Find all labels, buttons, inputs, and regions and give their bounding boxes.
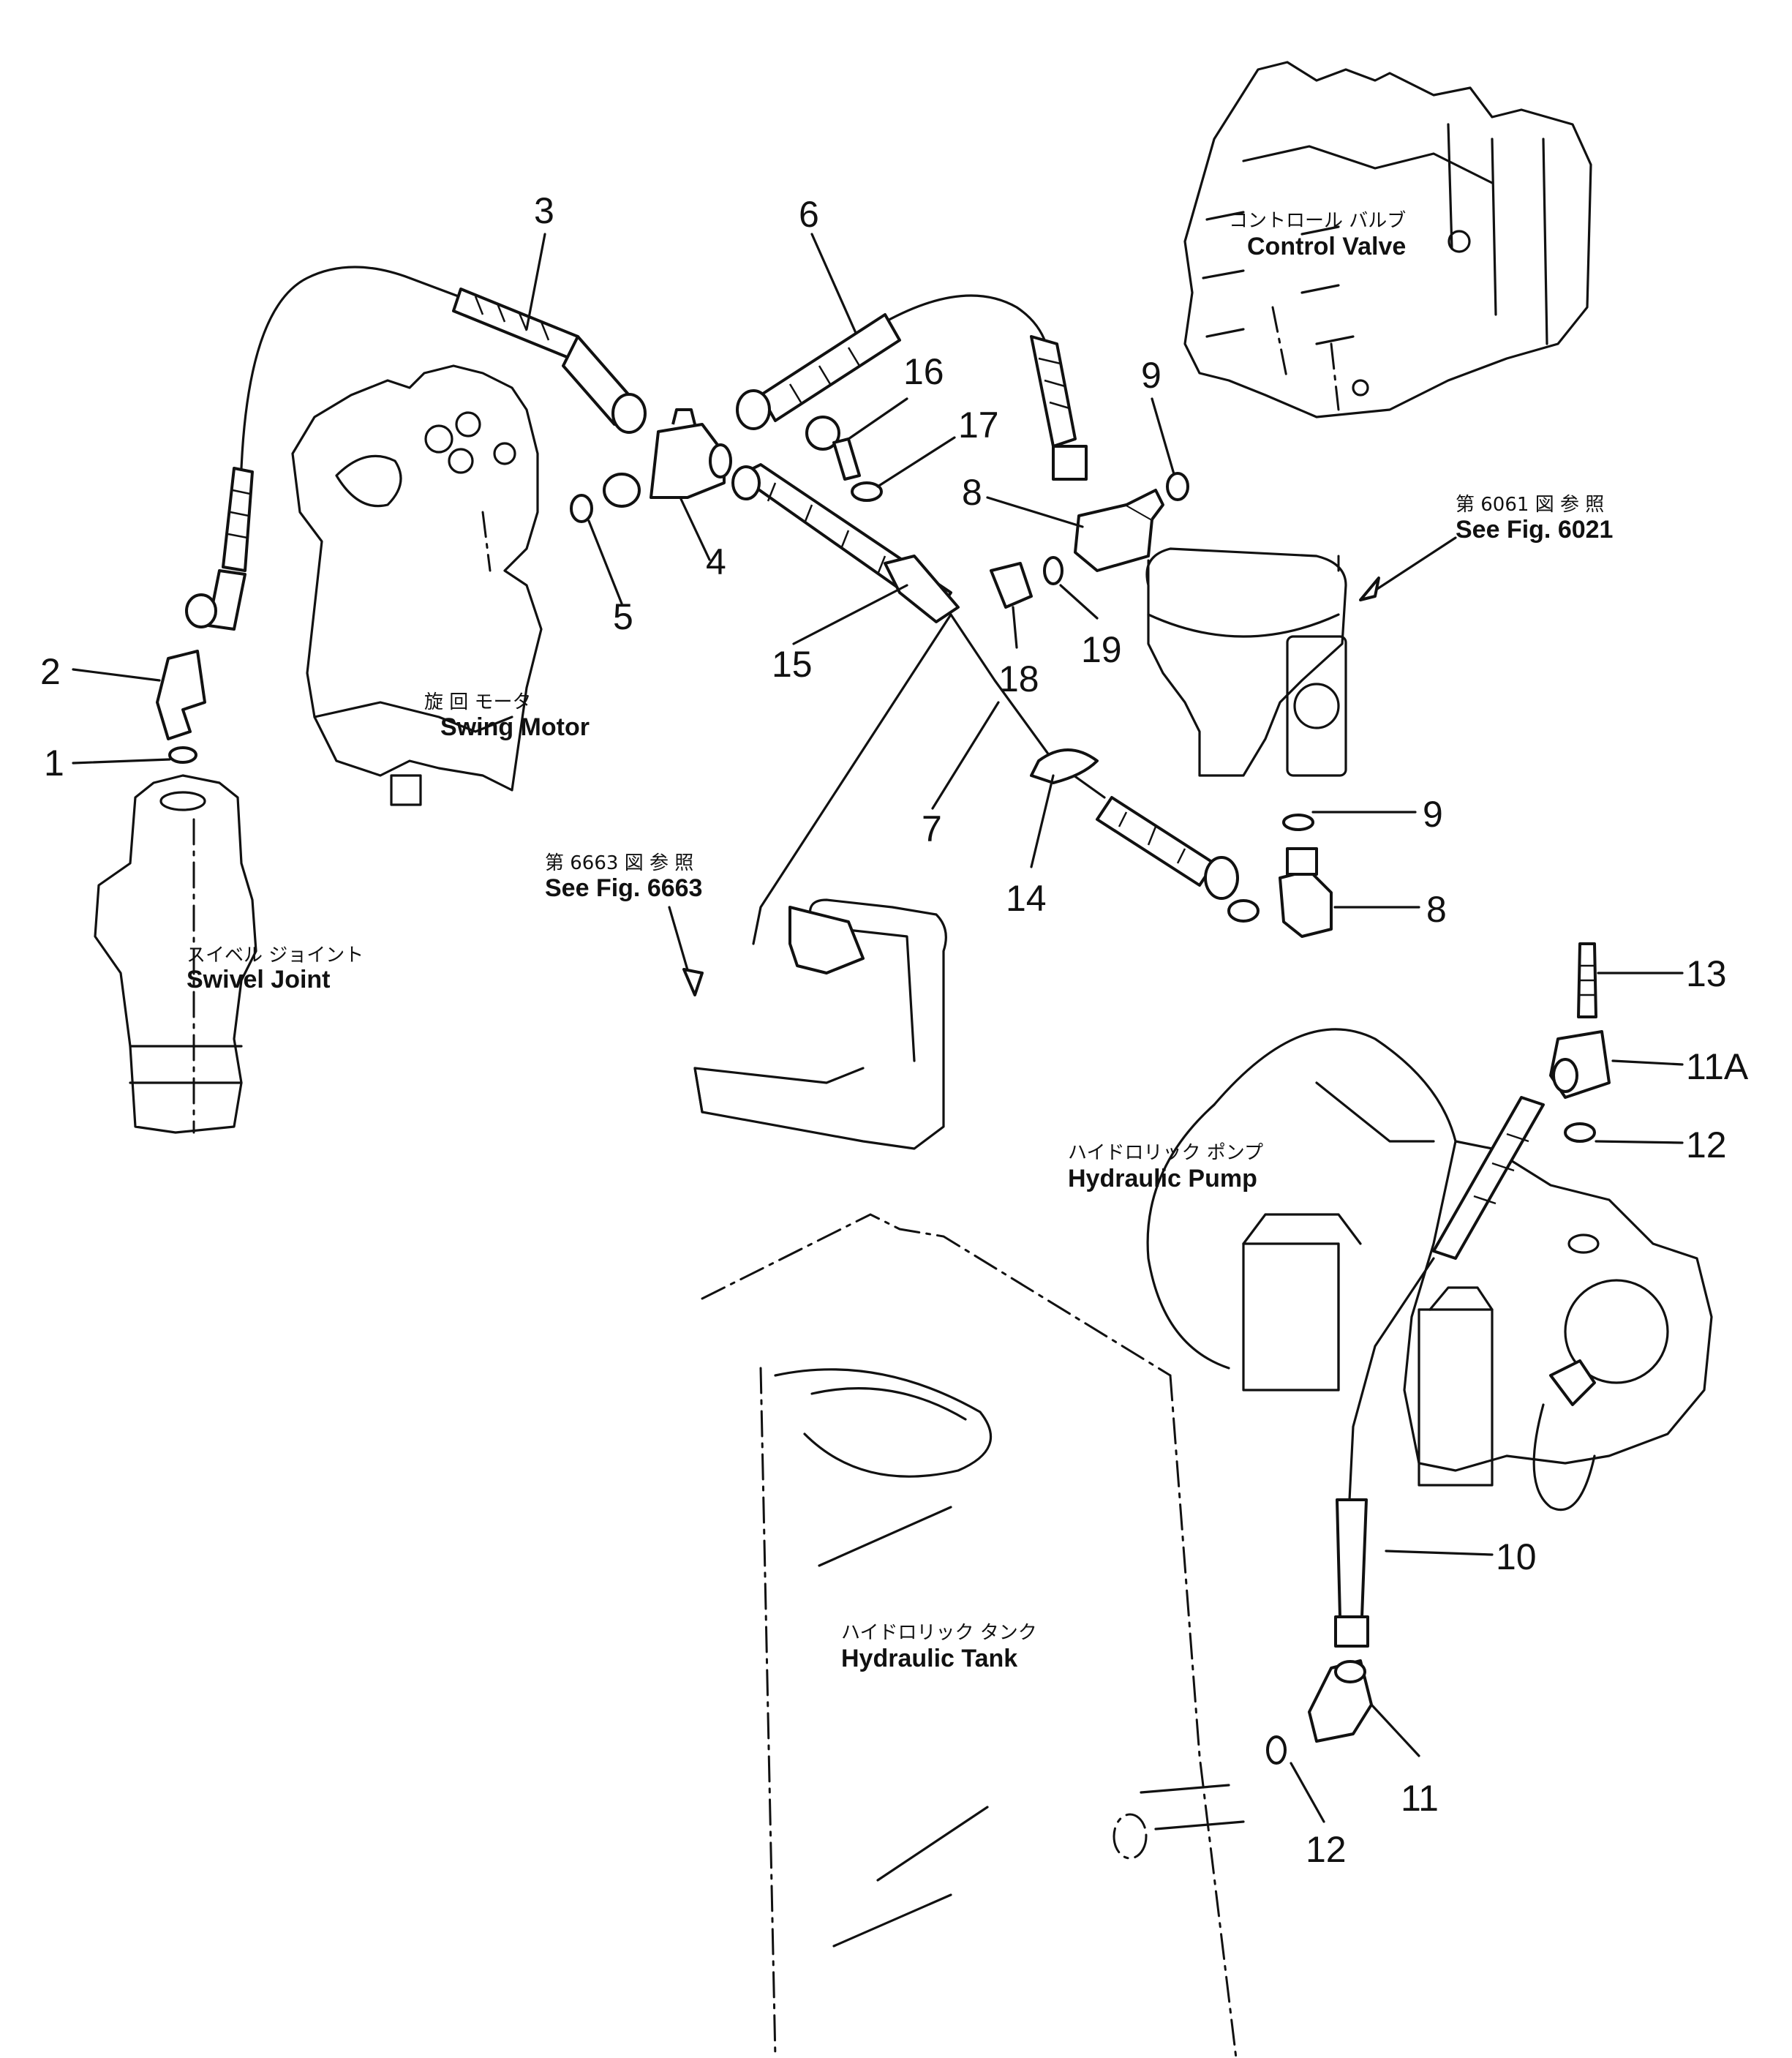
o-ring-5 [570,494,593,523]
callout-9-lower: 9 [1423,794,1443,835]
callout-11a: 11A [1686,1046,1749,1087]
washer-17 [851,481,883,502]
hose-7 [731,463,1239,945]
o-ring-9-upper [1166,472,1189,501]
bolt-16 [805,416,861,481]
hydraulic-pump-en-label: Hydraulic Pump [1068,1165,1257,1193]
callout-numbers: 1 2 3 4 5 6 7 8 8 9 9 10 11 11A 12 12 13… [40,190,1749,1870]
callout-12-upper: 12 [1686,1124,1727,1165]
plug-18 [990,562,1033,609]
tee-11a [1549,1030,1611,1099]
callout-6: 6 [799,194,819,235]
elbow-2 [156,650,206,740]
o-ring-12-lower [1266,1735,1287,1765]
o-ring-12-upper [1564,1122,1596,1143]
clamp-14 [1030,748,1099,784]
adapter-8-upper [1074,489,1164,572]
callout-15: 15 [772,644,813,685]
hose-10 [1334,1096,1545,1648]
hydraulic-tank-jp-label: ハイドロリック タンク [841,1622,1037,1644]
hose-6-fitting [736,313,1088,481]
callout-8-upper: 8 [962,472,982,513]
callout-10: 10 [1496,1536,1537,1577]
callout-11: 11 [1401,1778,1439,1819]
hydraulic-tank-drawing: ハイドロリック タンク Hydraulic Tank [701,1213,1245,2058]
callout-12-lower: 12 [1306,1829,1347,1870]
callout-9-upper: 9 [1141,355,1162,396]
callout-3: 3 [534,190,554,231]
callout-1: 1 [44,743,64,784]
plug-13 [1577,942,1597,1018]
callout-16: 16 [903,351,944,392]
callout-13: 13 [1686,953,1727,994]
callout-7: 7 [922,808,942,849]
ref-6021-jp-label: 第 6061 図 参 照 [1456,494,1604,516]
hoses [185,266,1545,1648]
clamp-15 [884,555,960,623]
o-ring-1 [168,746,197,764]
callout-19: 19 [1081,629,1122,670]
o-ring-19 [1043,556,1063,585]
swing-motor-drawing: 旋 回 モータ Swing Motor [291,364,590,806]
callout-5: 5 [613,596,633,637]
tee-4 [603,408,732,508]
hose-3-fitting [452,288,647,434]
elbow-11 [1308,1659,1373,1743]
control-valve-jp-label: コントロール バルブ [1229,210,1406,232]
swivel-joint-drawing: スイベル ジョイント Swivel Joint [94,774,364,1134]
adapter-8-lower [1227,847,1333,938]
motor-reducer-drawing: 第 6061 図 参 照 See Fig. 6021 [1145,494,1613,777]
callout-8-lower: 8 [1426,889,1447,930]
callout-14: 14 [1006,878,1047,919]
hydraulic-tank-en-label: Hydraulic Tank [841,1645,1017,1672]
swivel-joint-jp-label: スイベル ジョイント [187,944,364,966]
ref-6663-en-label: See Fig. 6663 [545,874,702,902]
callout-18: 18 [998,658,1039,699]
leader-lines [72,233,1684,1823]
hose-3-lower-fitting [185,467,254,631]
callout-2: 2 [40,651,61,692]
fittings [156,408,1611,1765]
callout-4: 4 [706,541,726,582]
swing-motor-jp-label: 旋 回 モータ [424,691,532,713]
control-valve-drawing: コントロール バルブ Control Valve [1183,61,1592,418]
swivel-joint-en-label: Swivel Joint [187,966,331,994]
hydraulic-pump-drawing: ハイドロリック ポンプ Hydraulic Pump [1068,1028,1713,1511]
swing-motor-en-label: Swing Motor [440,713,590,741]
bracket-drawing: 第 6663 図 参 照 See Fig. 6663 [545,852,947,1150]
hydraulic-pump-jp-label: ハイドロリック ポンプ [1068,1142,1263,1164]
o-ring-9-lower [1282,814,1314,831]
ref-6663-jp-label: 第 6663 図 参 照 [545,852,693,874]
control-valve-en-label: Control Valve [1247,233,1406,260]
ref-6021-en-label: See Fig. 6021 [1456,516,1613,544]
callout-17: 17 [958,405,999,446]
